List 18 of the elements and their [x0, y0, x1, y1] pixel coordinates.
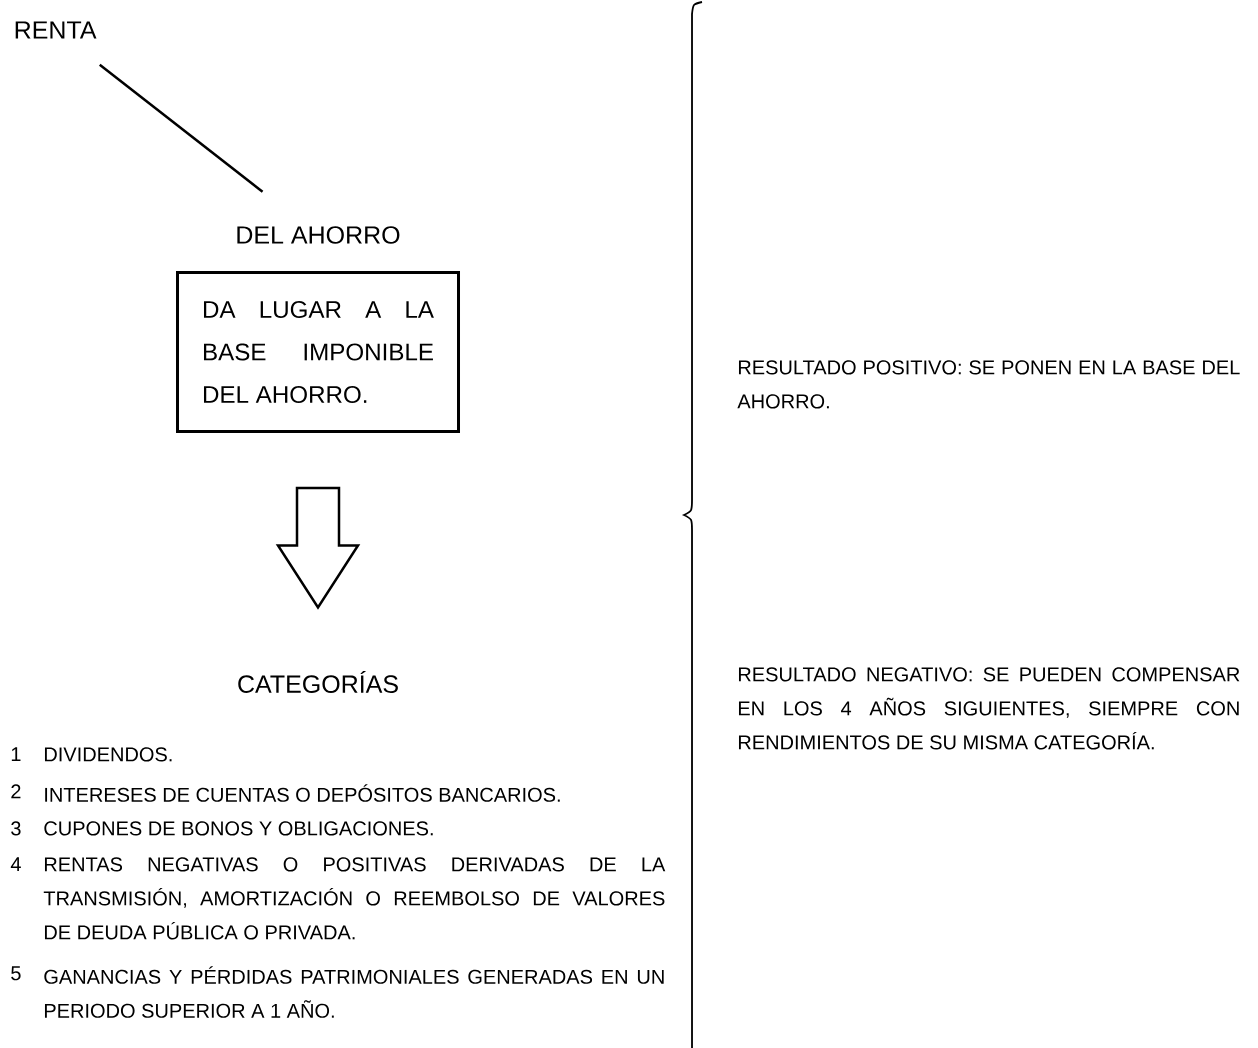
list-item: INTERESES DE CUENTAS O DEPÓSITOS BANCARIOS. — [45, 784, 560, 802]
list-number: 3 — [11, 821, 21, 836]
list-number: 1 — [11, 747, 21, 762]
heading-text: DEL AHORRO — [237, 226, 400, 244]
list-item: GANANCIAS Y PÉRDIDAS PATRIMONIALES GENERADAS EN UN PERIODO SUPERIOR A 1 AÑO. — [44, 966, 664, 1018]
list-item: DIVIDENDOS. — [45, 747, 172, 762]
list-item: CUPONES DE BONOS Y OBLIGACIONES. — [44, 821, 433, 836]
list-number: 5 — [11, 966, 21, 981]
block-arrow — [275, 486, 361, 610]
connector-line — [98, 63, 264, 193]
note-text: RESULTADO POSITIVO: SE PONEN EN LA BASE DEL AHORRO. — [737, 360, 1240, 409]
list-number: 4 — [10, 857, 21, 872]
list-item: RENTAS NEGATIVAS O POSITIVAS DERIVADAS DE LA TRANSMISIÓN, AMORTIZACIÓN O REEMBOLSO DE VALORES DE DEUDA PÚBLICA O PRIVADA. — [43, 857, 666, 940]
note-text: RESULTADO NEGATIVO: SE PUEDEN COMPENSAR EN LOS 4 AÑOS SIGUIENTES, SIEMPRE CON RENDIMIENTOS DE SU MISMA CATEGORÍA. — [739, 667, 1240, 750]
text-box: DA LUGAR A LA BASE IMPONIBLE DEL AHORRO. — [176, 271, 460, 433]
heading-text: RENTA — [15, 21, 97, 39]
heading-text: CATEGORÍAS — [238, 671, 398, 693]
list-number: 2 — [11, 784, 21, 799]
